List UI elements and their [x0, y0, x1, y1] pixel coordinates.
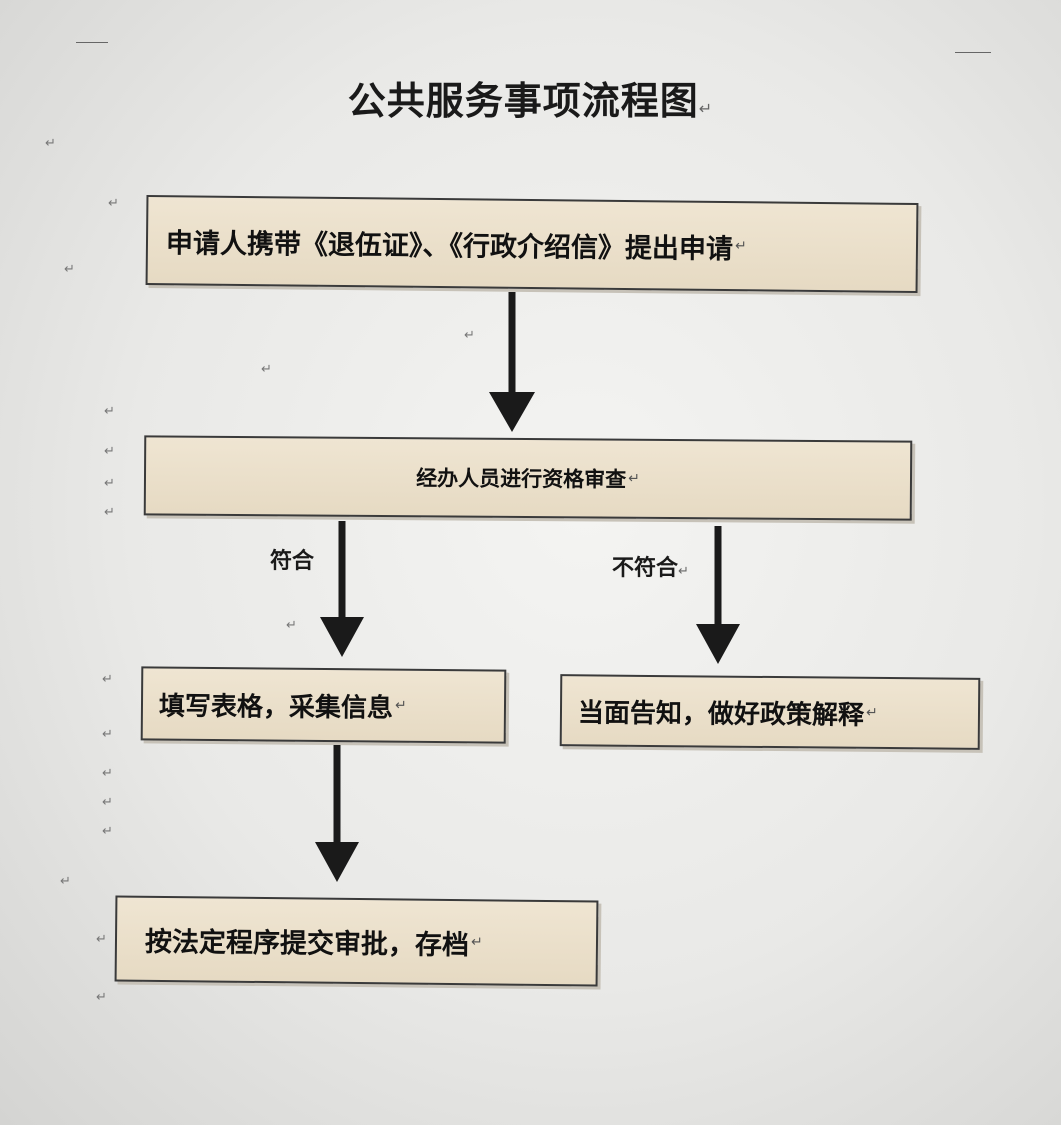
- paragraph-mark: ↵: [102, 795, 113, 810]
- paragraph-mark: ↵: [102, 766, 113, 781]
- paragraph-mark: ↵: [45, 136, 56, 151]
- arrow-apply-to-review: [489, 292, 535, 432]
- paragraph-mark: ↵: [104, 505, 115, 520]
- diagram-title: 公共服务事项流程图↵: [0, 70, 1061, 125]
- paragraph-mark: ↵: [64, 262, 75, 277]
- paragraph-mark: ↵: [96, 932, 107, 947]
- paragraph-mark: ↵: [60, 874, 71, 889]
- paragraph-mark: ↵: [286, 618, 297, 633]
- paragraph-mark: ↵: [104, 476, 115, 491]
- paragraph-mark: ↵: [104, 444, 115, 459]
- page-corner-mark-right: [955, 52, 991, 53]
- paragraph-mark: ↵: [261, 362, 272, 377]
- title-text: 公共服务事项流程图: [347, 79, 699, 123]
- arrow-fill-form-to-submit: [315, 745, 359, 882]
- paragraph-mark: ↵: [108, 196, 119, 211]
- arrow-review-to-explain: [696, 526, 740, 664]
- edge-label-not-qualified-text: 不符合: [612, 556, 679, 581]
- paragraph-mark: ↵: [698, 99, 714, 118]
- edge-label-qualified: 符合: [270, 549, 315, 574]
- paragraph-mark: ↵: [96, 990, 107, 1005]
- page-corner-mark-left: [76, 42, 108, 43]
- paragraph-mark: ↵: [102, 672, 113, 687]
- paragraph-mark: ↵: [102, 727, 113, 742]
- paragraph-mark: ↵: [104, 404, 115, 419]
- paragraph-mark: ↵: [678, 564, 689, 579]
- paragraph-mark: ↵: [464, 328, 475, 343]
- edge-label-not-qualified: 不符合↵: [612, 550, 689, 582]
- arrow-review-to-fill-form: [320, 521, 364, 657]
- paragraph-mark: ↵: [102, 824, 113, 839]
